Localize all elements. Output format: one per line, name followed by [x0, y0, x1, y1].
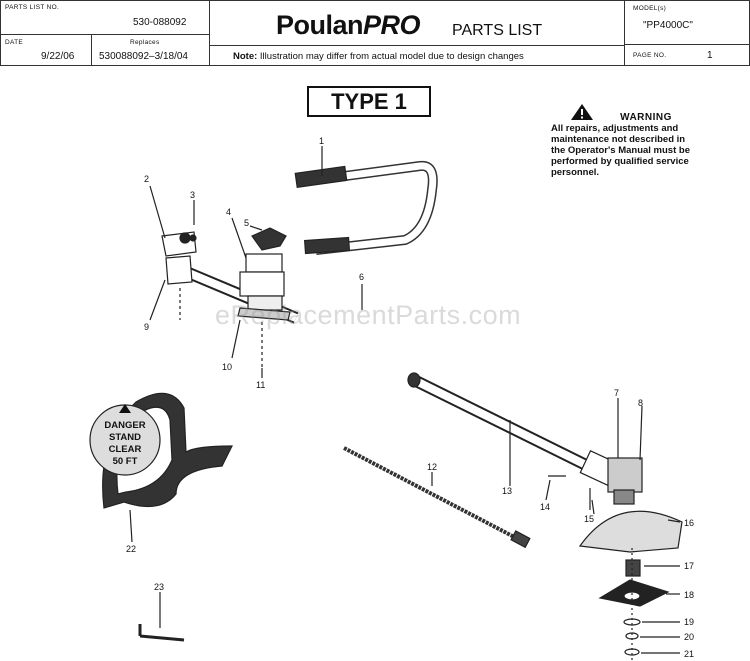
replaces-cell: Replaces 530088092–3/18/04	[91, 34, 210, 66]
nut-part	[625, 559, 641, 577]
page-value: 1	[707, 50, 713, 61]
knob-part	[237, 227, 291, 321]
replaces-label: Replaces	[130, 39, 160, 46]
replaces-value: 530088092–3/18/04	[99, 51, 188, 62]
parts-list-no-cell: PARTS LIST NO. 530-088092	[0, 0, 210, 35]
warning-line: All repairs, adjustments and	[551, 123, 679, 134]
callout-16: 16	[684, 518, 694, 528]
warning-line: maintenance not described in	[551, 134, 686, 145]
parts-list-header: PARTS LIST NO. 530-088092 DATE 9/22/06 R…	[0, 0, 750, 66]
callout-5: 5	[244, 218, 249, 228]
warning-triangle-icon	[571, 104, 593, 120]
callout-2: 2	[144, 174, 149, 184]
type-label: TYPE 1	[307, 86, 431, 117]
page-label: PAGE NO.	[633, 52, 667, 59]
danger-tag-line: CLEAR	[109, 444, 142, 455]
gear-head-part	[579, 449, 643, 505]
warning-line: performed by qualified service	[551, 156, 689, 167]
date-label: DATE	[5, 39, 24, 46]
design-note: Note: Illustration may differ from actua…	[233, 51, 524, 62]
parts-list-no-label: PARTS LIST NO.	[5, 4, 60, 11]
callout-17: 17	[684, 561, 694, 571]
hex-wrench-part	[138, 624, 185, 642]
flex-shaft-part	[343, 446, 531, 549]
callout-22: 22	[126, 544, 136, 554]
callout-7: 7	[614, 388, 619, 398]
parts-diagram: DANGER STAND CLEAR 50 FT 1 2 3 4 5 6 7 8…	[89, 136, 694, 660]
guard-part	[578, 510, 683, 553]
blade-part	[598, 579, 670, 607]
danger-tag-line: 50 FT	[113, 456, 138, 467]
parts-list-no: 530-088092	[133, 17, 187, 28]
callout-23: 23	[154, 582, 164, 592]
danger-tag-line: DANGER	[104, 420, 145, 431]
callout-20: 20	[684, 632, 694, 642]
warning-line: the Operator's Manual must be	[551, 145, 690, 156]
brand-logo: PoulanPRO	[276, 10, 421, 40]
callout-18: 18	[684, 590, 694, 600]
callout-13: 13	[502, 486, 512, 496]
callout-8: 8	[638, 398, 643, 408]
callout-1: 1	[319, 136, 324, 146]
page-title: PARTS LIST	[452, 22, 543, 39]
callout-19: 19	[684, 617, 694, 627]
shaft-housing-part	[407, 372, 595, 474]
clamp-part	[161, 231, 197, 285]
warning-line: personnel.	[551, 167, 600, 178]
callout-14: 14	[540, 502, 550, 512]
handle-bar-part	[294, 160, 438, 255]
danger-tag-line: STAND	[109, 432, 141, 443]
page-cell: PAGE NO. 1	[624, 44, 750, 66]
model-label: MODEL(s)	[633, 5, 667, 12]
watermark: eReplacementParts.com	[215, 300, 522, 330]
model-value: "PP4000C"	[643, 20, 693, 31]
callout-4: 4	[226, 207, 231, 217]
date-value: 9/22/06	[41, 51, 75, 62]
callout-12: 12	[427, 462, 437, 472]
warning-block: WARNING All repairs, adjustments and mai…	[551, 112, 721, 178]
callout-3: 3	[190, 190, 195, 200]
callout-21: 21	[684, 649, 694, 659]
callout-9: 9	[144, 322, 149, 332]
callout-15: 15	[584, 514, 594, 524]
callout-11: 11	[256, 380, 265, 390]
callout-6: 6	[359, 272, 364, 282]
harness-strap-part	[89, 392, 233, 509]
date-cell: DATE 9/22/06	[0, 34, 92, 66]
warning-title: WARNING	[620, 112, 672, 123]
callout-10: 10	[222, 362, 232, 372]
model-cell: MODEL(s) "PP4000C"	[624, 0, 750, 45]
